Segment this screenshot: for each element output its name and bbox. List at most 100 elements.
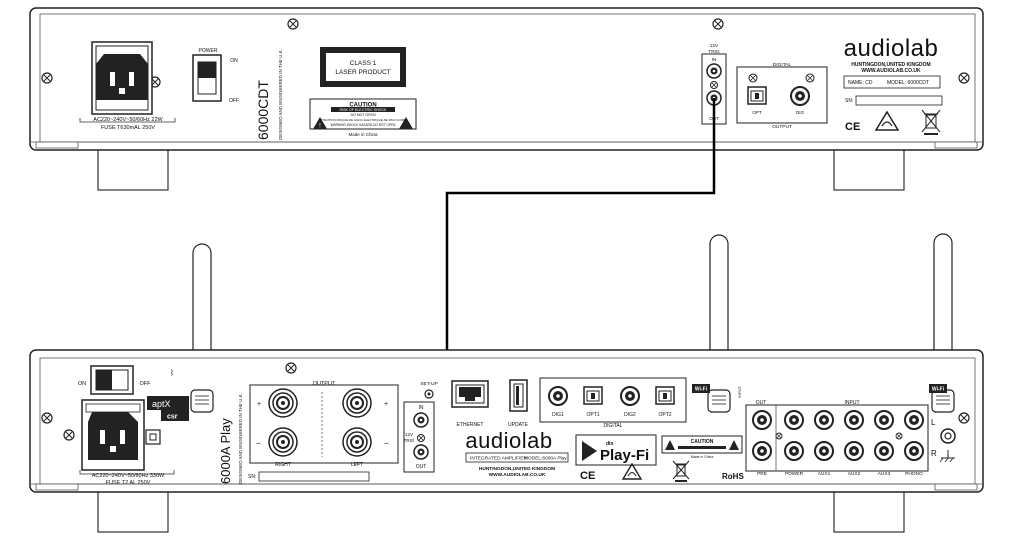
rca-aux2-left[interactable] bbox=[844, 410, 864, 430]
right-label: RIGHT bbox=[275, 462, 291, 468]
cd-off-label: OFF bbox=[229, 98, 239, 104]
cd-player-unit: AC220~240V~50/60Hz 22W FUSE T630mAL 250V… bbox=[29, 7, 984, 191]
cd-dig-label: DIG bbox=[796, 110, 805, 115]
cd-optical-output[interactable] bbox=[747, 86, 767, 105]
opt1-optical-input[interactable] bbox=[583, 386, 603, 405]
ethernet-label: ETHERNET bbox=[457, 422, 484, 428]
rca-phono-left[interactable] bbox=[904, 410, 924, 430]
usb-update-port[interactable] bbox=[509, 379, 528, 412]
amp-output-label: OUTPUT bbox=[313, 381, 336, 387]
rca-aux3-left[interactable] bbox=[874, 410, 894, 430]
csr-label: csr bbox=[167, 414, 178, 421]
rca-aux1-right[interactable] bbox=[814, 441, 834, 461]
opt2-optical-input[interactable] bbox=[655, 386, 675, 405]
amp-ce-mark: CE bbox=[580, 470, 595, 482]
amp-designed-in: DESIGNED AND ENGINEERED IN THE U.K. bbox=[238, 393, 243, 484]
amp-made-in: Made in China bbox=[691, 455, 714, 459]
amp-power-inlet[interactable] bbox=[81, 399, 145, 471]
cd-caution-warning: WARNING:SHOCK HAZARD-DO NOT OPEN bbox=[331, 123, 397, 127]
input-vertical-label: INPUT bbox=[737, 385, 742, 398]
speaker-terminal-right-minus[interactable] bbox=[268, 427, 298, 457]
rca-pre-out-right[interactable] bbox=[752, 441, 772, 461]
ethernet-port[interactable] bbox=[451, 380, 489, 408]
speaker-terminal-right-plus[interactable] bbox=[268, 388, 298, 418]
amplifier-unit: ON OFF ᛒ aptX csr AC220~240V~50/ bbox=[29, 233, 984, 533]
screw-icon bbox=[285, 362, 297, 374]
screw-icon bbox=[287, 18, 299, 30]
dig1-coaxial-input[interactable] bbox=[548, 386, 568, 406]
rca-power-in-left[interactable] bbox=[784, 410, 804, 430]
ground-icon bbox=[939, 450, 955, 463]
power-label: POWER bbox=[785, 471, 804, 477]
cd-name-field: NAME: CD bbox=[848, 80, 873, 86]
cd-model-vertical: 6000CDT bbox=[255, 80, 271, 140]
cd-trig-label-2: TRIG bbox=[708, 49, 720, 55]
amp-sn-label: SN: bbox=[248, 474, 256, 480]
screw-icon bbox=[748, 73, 758, 83]
plus-label: + bbox=[257, 401, 261, 408]
phono-label: PHONO bbox=[905, 471, 923, 477]
cd-made-in: Made in China bbox=[348, 132, 378, 137]
aptx-badge bbox=[147, 396, 189, 421]
cd-designed-in: DESIGNED AND ENGINEERED IN THE U.K. bbox=[278, 49, 283, 140]
amp-brand-logo: audiolab bbox=[465, 428, 552, 453]
cd-trig-label-1: 12V bbox=[710, 43, 719, 49]
cd-coaxial-output[interactable] bbox=[790, 86, 810, 106]
screw-icon bbox=[775, 432, 783, 440]
amp-address-line2: WWW.AUDIOLAB.CO.UK bbox=[489, 472, 546, 478]
amp-caution-label bbox=[661, 435, 743, 454]
cd-power-inlet[interactable] bbox=[91, 41, 153, 115]
aux3-label: AUX3 bbox=[878, 471, 891, 477]
ground-terminal[interactable] bbox=[940, 428, 956, 444]
rca-aux2-right[interactable] bbox=[844, 441, 864, 461]
bluetooth-icon: ᛒ bbox=[170, 369, 174, 377]
cd-power-switch[interactable] bbox=[192, 54, 222, 102]
dig2-coaxial-input[interactable] bbox=[620, 386, 640, 406]
cd-digital-label: DIGITAL bbox=[773, 62, 792, 68]
pre-label: PRE bbox=[757, 471, 767, 477]
amp-trig-out-label: OUT bbox=[416, 464, 427, 470]
screw-icon bbox=[41, 72, 53, 84]
amp-ac-rating: AC220~240V~50/60Hz 330W bbox=[92, 473, 165, 479]
dig2-label: DIG2 bbox=[624, 412, 636, 418]
amp-address-line1: HUNTINGDON,UNITED KINGDOM bbox=[479, 466, 555, 472]
cd-caution-do-not-open: DO NOT OPEN bbox=[350, 113, 375, 117]
cd-foot-left bbox=[97, 147, 169, 191]
aux1-label: AUX1 bbox=[818, 471, 831, 477]
rca-pre-out-left[interactable] bbox=[752, 410, 772, 430]
speaker-terminal-left-plus[interactable] bbox=[342, 388, 372, 418]
amp-trigger-in-jack[interactable] bbox=[413, 412, 429, 428]
setup-button[interactable] bbox=[424, 389, 434, 399]
screw-icon bbox=[63, 429, 75, 441]
amp-power-switch[interactable] bbox=[90, 365, 134, 395]
out-label: OUT bbox=[756, 400, 767, 406]
screw-icon bbox=[710, 81, 718, 89]
cd-power-label: POWER bbox=[199, 48, 218, 54]
minus-label: − bbox=[384, 439, 389, 448]
rca-power-in-right[interactable] bbox=[784, 441, 804, 461]
rohs-mark: RoHS bbox=[722, 472, 744, 481]
amp-trigger-out-jack[interactable] bbox=[413, 444, 429, 460]
rca-aux1-left[interactable] bbox=[814, 410, 834, 430]
laser-label-line1: CLASS 1 bbox=[350, 60, 377, 67]
laser-label-line2: LASER PRODUCT bbox=[335, 69, 390, 76]
r-channel-label: R bbox=[931, 449, 937, 458]
cd-address-line1: HUNTINGDON,UNITED KINGDOM bbox=[851, 62, 930, 68]
left-label: LEFT bbox=[351, 462, 363, 468]
screw-icon bbox=[712, 18, 724, 30]
cd-model-field: MODEL: 6000CDT bbox=[887, 80, 929, 86]
setup-label: SET-UP bbox=[420, 381, 437, 387]
input-label: INPUT bbox=[845, 400, 860, 406]
cd-caution-risk: RISK OF ELECTRIC SHOCK bbox=[340, 108, 388, 112]
svg-text:!: ! bbox=[319, 124, 321, 130]
amp-off-label: OFF bbox=[140, 381, 152, 387]
speaker-terminal-left-minus[interactable] bbox=[342, 427, 372, 457]
playfi-badge bbox=[575, 434, 657, 466]
amp-fuse-rating: FUSE T2 AL 250V bbox=[106, 480, 151, 486]
rca-aux3-right[interactable] bbox=[874, 441, 894, 461]
rca-phono-right[interactable] bbox=[904, 441, 924, 461]
l-channel-label: L bbox=[931, 418, 936, 427]
cd-trigger-in-jack[interactable] bbox=[706, 63, 722, 79]
fuse-holder[interactable] bbox=[145, 429, 161, 445]
laser-product-label bbox=[320, 47, 406, 87]
